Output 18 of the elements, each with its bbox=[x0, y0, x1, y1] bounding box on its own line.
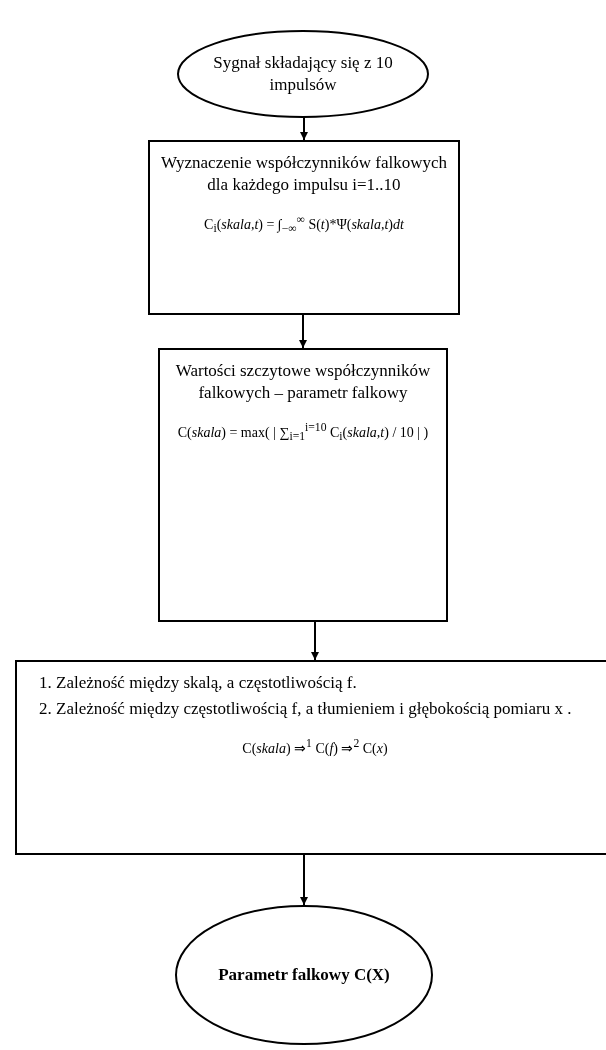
arrow bbox=[311, 621, 319, 661]
arrow bbox=[300, 117, 308, 141]
list-item: 1. Zależność między skalą, a częstotliwością f. bbox=[39, 672, 357, 694]
formula: C(skala) = max( | ∑$_{i=1}$$^{i=10}$ C$_{i}$(skala,t) / 10 | ) bbox=[177, 420, 429, 445]
formula: C(skala) ⇒$^{1}$ C(f) ⇒$^{2}$ C(x) bbox=[242, 736, 388, 758]
process-label: Wyznaczenie współczynników falkowych dla każdego impulsu i=1..10 bbox=[160, 152, 448, 197]
arrow bbox=[299, 314, 307, 349]
list-item: 2. Zależność między częstotliwością f, a tłumieniem i głębokością pomiaru x . bbox=[39, 698, 572, 721]
terminal-ellipse bbox=[177, 30, 429, 118]
terminal-label: Parametr falkowy C(X) bbox=[218, 963, 390, 986]
formula: C$_{i}$(skala,t) = ∫$_{−∞}$$^{∞}$ S(t)*Ψ(skala,t)dt bbox=[204, 212, 404, 237]
terminal-label: Sygnał składający się z 10 impulsów bbox=[212, 51, 394, 96]
process-box bbox=[15, 660, 606, 855]
terminal-ellipse bbox=[175, 905, 433, 1045]
arrow bbox=[300, 854, 308, 906]
process-label: Wartości szczytowe współczynników falkowych – parametr falkowy bbox=[174, 360, 432, 405]
process-box bbox=[158, 348, 448, 622]
process-box bbox=[148, 140, 460, 315]
